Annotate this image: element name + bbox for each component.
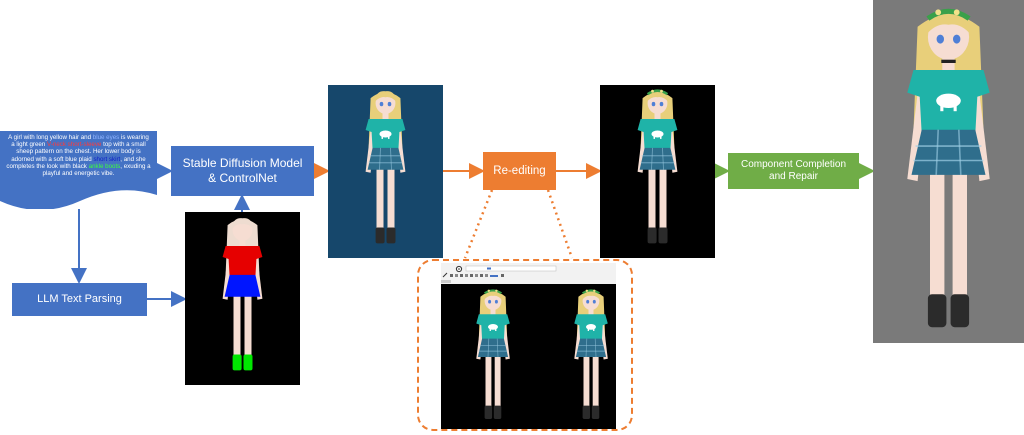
generated-figure bbox=[365, 91, 406, 244]
re-editing-box: Re-editing bbox=[483, 152, 556, 190]
edited-image-panel bbox=[600, 85, 715, 258]
llm-text-parsing-box: LLM Text Parsing bbox=[12, 283, 147, 316]
edited-figure bbox=[637, 89, 678, 244]
generated-image-panel bbox=[328, 85, 443, 258]
re-editing-detail-frame bbox=[417, 259, 633, 431]
final-figure bbox=[907, 8, 990, 328]
editor-toolbar bbox=[441, 263, 616, 284]
editor-figure-left bbox=[476, 289, 608, 419]
stable-diffusion-box: Stable Diffusion Model& ControlNet bbox=[171, 146, 314, 196]
text-description: A girl with long yellow hair and blue ey… bbox=[6, 134, 151, 178]
editor-screenshot bbox=[441, 263, 616, 429]
final-image-panel bbox=[873, 0, 1024, 343]
condition-figure bbox=[222, 218, 263, 371]
dotted-connector-right bbox=[546, 189, 574, 259]
gear-icon bbox=[455, 265, 463, 273]
text-description-doc: A girl with long yellow hair and blue ey… bbox=[0, 131, 157, 209]
condition-image-panel bbox=[185, 212, 300, 385]
editor-canvas bbox=[441, 284, 616, 429]
pencil-icon bbox=[442, 272, 448, 278]
dotted-connector-left bbox=[463, 189, 494, 259]
